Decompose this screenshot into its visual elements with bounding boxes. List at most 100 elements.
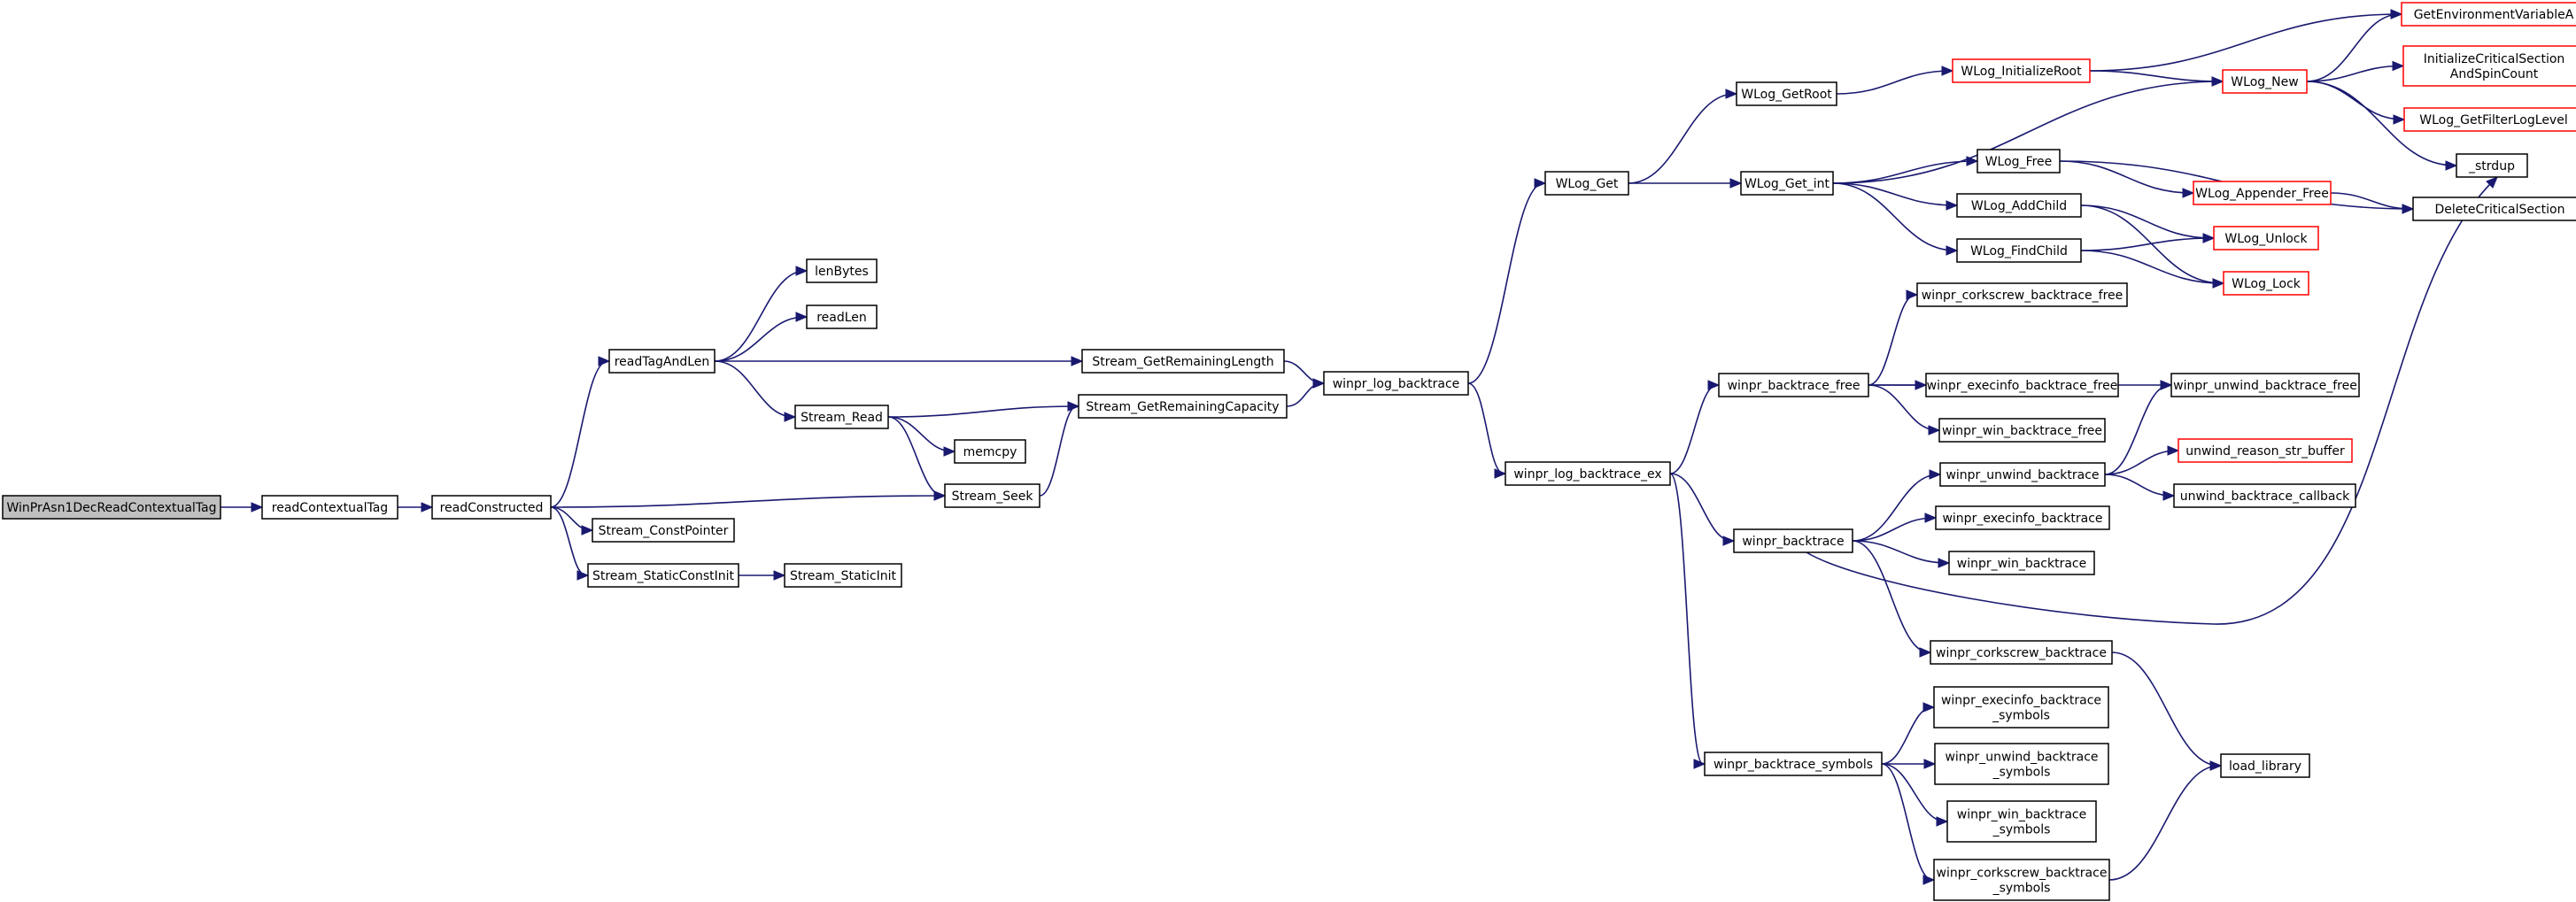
function-node-box (1956, 238, 2082, 263)
function-node-box (1952, 58, 2091, 83)
function-node-box (1544, 171, 1629, 196)
call-edge (1868, 289, 1919, 386)
function-node-deletecriticalsection[interactable]: DeleteCriticalSection (2412, 197, 2576, 221)
function-node-getenvironmentvariablea[interactable]: GetEnvironmentVariableA (2401, 2, 2576, 27)
function-node-winpr-log-backtrace[interactable]: winpr_log_backtrace (1323, 371, 1469, 396)
call-edge (887, 416, 947, 501)
function-node-strdup[interactable]: _strdup (2456, 153, 2528, 178)
function-node-label: winpr_corkscrew_backtrace (1936, 646, 2107, 660)
function-node-box (1925, 373, 2119, 397)
function-node-box (2173, 483, 2356, 508)
call-edge (1852, 540, 1951, 568)
function-node-winpr-backtrace-free[interactable]: winpr_backtrace_free (1718, 373, 1869, 397)
function-node-stream-staticconstinit[interactable]: Stream_StaticConstInit (587, 563, 739, 588)
function-node-wlog-get-int[interactable]: WLog_Get_int (1740, 171, 1834, 196)
call-edge (550, 506, 590, 581)
function-node-stream-constpointer[interactable]: Stream_ConstPointer (592, 518, 735, 543)
function-node-load-library[interactable]: load_library (2220, 753, 2310, 778)
function-node-box (806, 258, 878, 283)
function-node-winpr-execinfo-backtrace-free[interactable]: winpr_execinfo_backtrace_free (1925, 373, 2119, 397)
function-node-box (1718, 373, 1869, 397)
function-node-wlog-addchild[interactable]: WLog_AddChild (1956, 193, 2082, 218)
function-node-label: readTagAndLen (615, 355, 710, 369)
call-edge (1832, 76, 2224, 184)
function-node-label: Stream_Read (801, 411, 883, 425)
function-node-label: winpr_backtrace_free (1728, 379, 1860, 393)
function-node-label: winpr_unwind_backtrace_free (2173, 379, 2357, 393)
function-node-box (2412, 197, 2576, 221)
call-edge (1467, 178, 1547, 384)
function-node-winprasn1decreadcontextualtag[interactable]: WinPrAsn1DecReadContextualTag (2, 495, 221, 520)
function-node-lenbytes[interactable]: lenBytes (806, 258, 878, 283)
function-node-box (587, 563, 739, 588)
function-node-winpr-win-backtrace[interactable]: winpr_win_backtrace (1948, 551, 2095, 575)
function-node-readtagandlen[interactable]: readTagAndLen (608, 349, 716, 374)
function-node-winpr-backtrace-symbols[interactable]: winpr_backtrace_symbols (1704, 752, 1883, 776)
function-node-stream-seek[interactable]: Stream_Seek (944, 483, 1040, 508)
call-edge (2306, 9, 2403, 82)
function-node-stream-staticinit[interactable]: Stream_StaticInit (784, 563, 902, 588)
function-node-winpr-log-backtrace-ex[interactable]: winpr_log_backtrace_ex (1505, 461, 1671, 486)
function-node-winpr-unwind-backtrace[interactable]: winpr_unwind_backtrace (1939, 462, 2106, 487)
function-node-label: winpr_corkscrew_backtrace_free (1922, 289, 2123, 303)
function-node-label: winpr_unwind_backtrace (1945, 751, 2098, 765)
function-node-winpr-win-backtrace-free[interactable]: winpr_win_backtrace_free (1938, 418, 2106, 443)
function-node-wlog-appender-free[interactable]: WLog_Appender_Free (2193, 181, 2332, 205)
function-node-label: winpr_execinfo_backtrace (1942, 512, 2102, 526)
function-node-wlog-unlock[interactable]: WLog_Unlock (2213, 226, 2319, 251)
function-node-winpr-execinfo-backtrace-symbols[interactable]: winpr_execinfo_backtrace_symbols (1933, 686, 2109, 729)
function-node-readconstructed[interactable]: readConstructed (431, 495, 552, 520)
function-node-wlog-getfilterloglevel[interactable]: WLog_GetFilterLogLevel (2403, 107, 2576, 132)
function-node-label: load_library (2229, 759, 2301, 774)
function-node-winpr-corkscrew-backtrace[interactable]: winpr_corkscrew_backtrace (1930, 640, 2113, 665)
function-node-wlog-initializeroot[interactable]: WLog_InitializeRoot (1952, 58, 2091, 83)
function-node-label: memcpy (963, 445, 1017, 459)
function-node-box (1736, 81, 1837, 106)
function-node-wlog-new[interactable]: WLog_New (2222, 69, 2308, 94)
function-node-label: winpr_execinfo_backtrace (1941, 694, 2101, 708)
function-node-wlog-getroot[interactable]: WLog_GetRoot (1736, 81, 1837, 106)
function-node-label: WLog_GetRoot (1741, 88, 1832, 102)
function-node-unwind-backtrace-callback[interactable]: unwind_backtrace_callback (2173, 483, 2356, 508)
function-node-box (1976, 149, 2061, 173)
function-node-label: WLog_Appender_Free (2195, 187, 2329, 201)
function-node-label: WLog_Free (1985, 155, 2053, 169)
function-node-wlog-get[interactable]: WLog_Get (1544, 171, 1629, 196)
function-node-label: WLog_Unlock (2224, 232, 2308, 246)
function-node-winpr-corkscrew-backtrace-free[interactable]: winpr_corkscrew_backtrace_free (1916, 282, 2128, 307)
function-node-winpr-execinfo-backtrace[interactable]: winpr_execinfo_backtrace (1935, 505, 2110, 530)
function-node-readcontextualtag[interactable]: readContextualTag (261, 495, 398, 520)
call-edge (550, 356, 611, 508)
function-node-winpr-win-backtrace-symbols[interactable]: winpr_win_backtrace_symbols (1946, 800, 2097, 843)
call-edge (1628, 89, 1738, 184)
function-node-label: InitializeCriticalSection (2424, 52, 2565, 66)
function-node-label: _symbols (1992, 882, 2051, 896)
function-node-label: _symbols (1992, 823, 2051, 837)
function-node-memcpy[interactable]: memcpy (954, 439, 1026, 464)
function-node-unwind-reason-str-buffer[interactable]: unwind_reason_str_buffer (2178, 438, 2353, 463)
function-node-stream-read[interactable]: Stream_Read (794, 405, 889, 429)
function-node-winpr-unwind-backtrace-symbols[interactable]: winpr_unwind_backtrace_symbols (1934, 743, 2109, 785)
function-node-wlog-lock[interactable]: WLog_Lock (2223, 271, 2309, 296)
function-node-box (1938, 418, 2106, 443)
function-node-label: WLog_Get (1556, 177, 1619, 191)
function-node-stream-getremainingcapacity[interactable]: Stream_GetRemainingCapacity (1078, 394, 1288, 419)
call-edge (2108, 760, 2223, 881)
function-node-winpr-backtrace[interactable]: winpr_backtrace (1733, 528, 1853, 553)
function-node-winpr-unwind-backtrace-free[interactable]: winpr_unwind_backtrace_free (2170, 373, 2360, 397)
function-node-box (1078, 394, 1288, 419)
function-node-stream-getremaininglength[interactable]: Stream_GetRemainingLength (1081, 349, 1285, 374)
function-node-label: GetEnvironmentVariableA (2414, 8, 2574, 22)
call-edge (2104, 380, 2173, 475)
call-edge (2104, 445, 2180, 475)
function-node-box (2403, 107, 2576, 132)
call-edge (1852, 540, 1932, 658)
function-node-label: winpr_win_backtrace (1957, 808, 2086, 822)
function-node-label: winpr_execinfo_backtrace_free (1927, 379, 2118, 393)
call-edge (1806, 176, 2498, 625)
function-node-winpr-corkscrew-backtrace-symbols[interactable]: winpr_corkscrew_backtrace_symbols (1933, 859, 2110, 901)
function-node-wlog-free[interactable]: WLog_Free (1976, 149, 2061, 173)
function-node-wlog-findchild[interactable]: WLog_FindChild (1956, 238, 2082, 263)
function-node-readlen[interactable]: readLen (806, 305, 878, 329)
